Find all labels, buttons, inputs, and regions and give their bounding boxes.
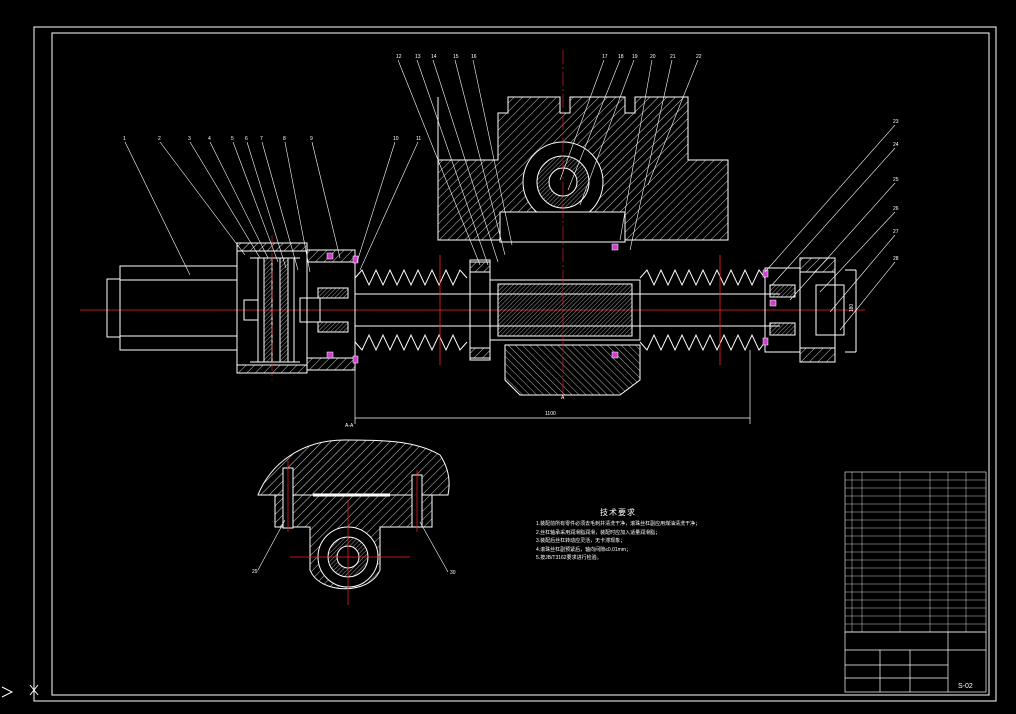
balloon-number: 20 [650,54,656,60]
balloon-number: 21 [670,54,676,60]
balloon-number: 23 [893,119,899,125]
dimension-1100 [354,350,751,424]
requirement-item: 1.装配前所有零件必须去毛刺并清洗干净，滚珠丝杠副应用煤油清洗干净； [536,521,701,527]
balloon-number: 25 [893,177,899,183]
balloon-number: 9 [310,136,313,142]
balloon-number: 19 [632,54,638,60]
balloon-number: 18 [618,54,624,60]
section-view-a-a [257,439,450,590]
balloon-number: 8 [283,136,286,142]
main-assembly-view [80,50,865,424]
requirement-item: 4.滚珠丝杠副预紧后，轴向间隙≤0.01mm； [536,546,631,553]
balloon-number: 12 [396,54,402,60]
balloon-number: 3 [188,136,191,142]
balloon-number: 7 [260,136,263,142]
balloon-number: 22 [696,54,702,60]
balloon-number: 14 [431,54,437,60]
right-bellows [639,268,766,352]
drawing-number: S-02 [958,683,973,690]
title-block [844,631,987,693]
dimension-1100-label: 1100 [545,411,556,417]
balloon-number: 1 [123,136,126,142]
balloon-number: 16 [471,54,477,60]
balloon-number: 10 [393,136,399,142]
section-leader-lines [257,519,449,573]
cursor-icon [1,684,39,698]
balloon-number: 4 [208,136,211,142]
balloon-number: 24 [893,142,899,148]
dimension-180-label: 180 [849,303,856,313]
requirement-item: 3.装配后丝杠转动应灵活，无卡滞现象； [536,538,626,544]
balloon-number: 13 [415,54,421,60]
balloon-number: 15 [453,54,459,60]
balloon-number: 17 [602,54,608,60]
technical-requirements-list: 1.装配前所有零件必须去毛刺并清洗干净，滚珠丝杠副应用煤油清洗干净； 2.丝杠轴… [536,520,700,563]
motor [106,265,238,351]
requirement-item: 5.按JB/T3162要求进行检验。 [536,555,602,561]
balloon-number: 5 [231,136,234,142]
parts-list-rows [845,472,986,632]
balloon-number: 28 [893,256,899,262]
outer-frame [33,26,997,702]
left-bellows [354,268,468,352]
balloon-number: 27 [893,229,899,235]
balloon-number: 6 [245,136,248,142]
section-centerlines [287,460,418,605]
leader-lines [124,59,896,331]
balloon-number: 26 [893,206,899,212]
section-label: A-A [345,423,354,429]
technical-requirements-title: 技术要求 [600,508,636,517]
balloon-number: 2 [158,136,161,142]
section-cut-mark: A [561,395,565,401]
balloon-number: 29 [252,569,258,575]
fasteners [326,243,777,364]
ball-nut [469,259,641,361]
right-bearing-block [764,257,857,363]
requirement-item: 2.丝杠轴承采用润滑脂润滑，装配时应加入适量润滑脂； [536,529,661,536]
worktable [437,96,729,243]
inner-frame [51,32,990,696]
balloon-number: 30 [450,570,456,576]
nut-support [504,344,641,396]
balloon-number: 11 [416,136,421,142]
